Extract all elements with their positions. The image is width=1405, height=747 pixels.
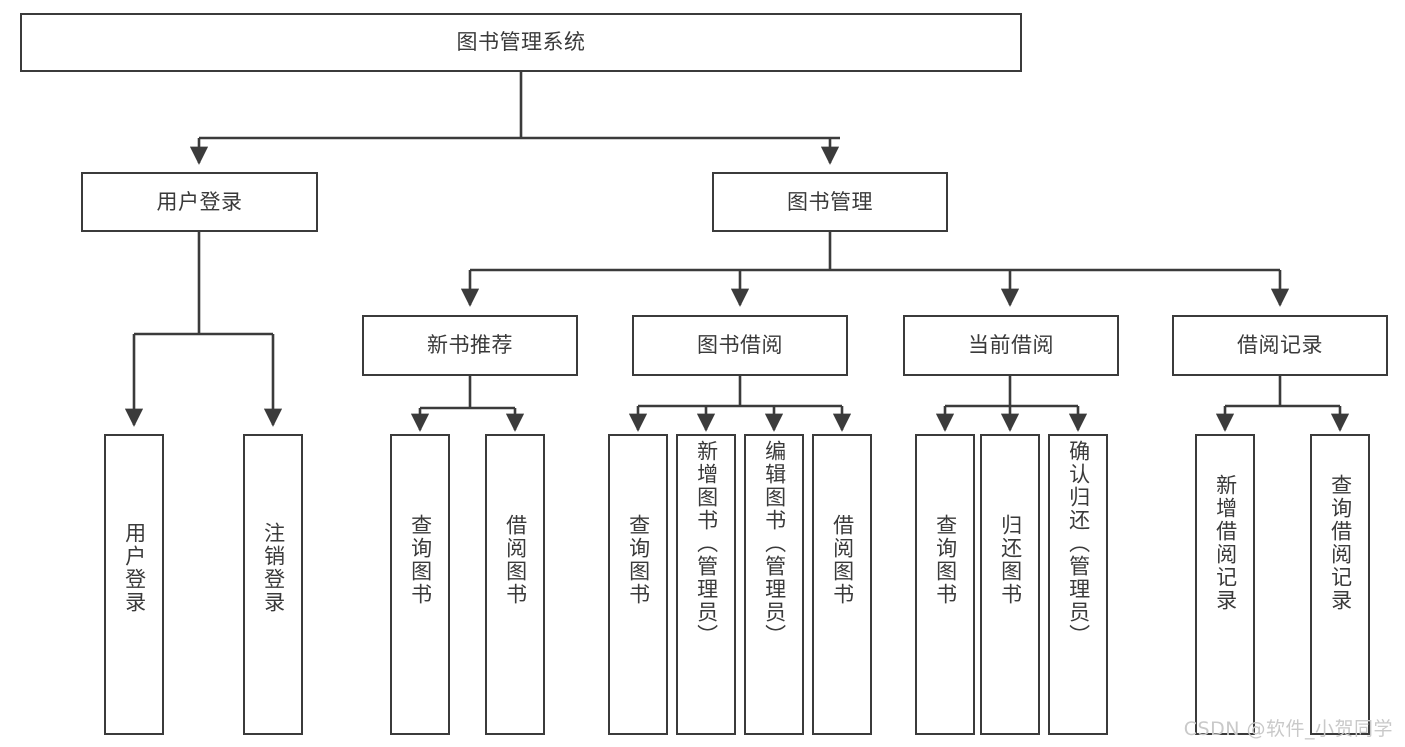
node-book-management-label: 图书管理: [787, 189, 873, 214]
node-book-borrow[interactable]: 图书借阅: [632, 315, 848, 376]
leaf-borrow-query-book-label: 查询图书: [626, 514, 651, 606]
node-book-management[interactable]: 图书管理: [712, 172, 948, 232]
leaf-user-login-logout[interactable]: 注销登录: [243, 434, 303, 735]
leaf-record-query-record-label: 查询借阅记录: [1328, 474, 1353, 612]
node-current-borrow-label: 当前借阅: [968, 333, 1054, 358]
leaf-recommend-borrow-book[interactable]: 借阅图书: [485, 434, 545, 735]
leaf-recommend-borrow-book-label: 借阅图书: [503, 514, 528, 606]
leaf-record-add-record[interactable]: 新增借阅记录: [1195, 434, 1255, 735]
leaf-current-query-book[interactable]: 查询图书: [915, 434, 975, 735]
leaf-borrow-add-book-admin-label: 新增图书（管理员）: [694, 440, 719, 647]
leaf-borrow-edit-book-admin[interactable]: 编辑图书（管理员）: [744, 434, 804, 735]
node-book-borrow-label: 图书借阅: [697, 333, 783, 358]
leaf-record-add-record-label: 新增借阅记录: [1213, 474, 1238, 612]
leaf-borrow-borrow-book-label: 借阅图书: [830, 514, 855, 606]
leaf-borrow-edit-book-admin-label: 编辑图书（管理员）: [762, 440, 787, 647]
node-user-login-label: 用户登录: [156, 189, 243, 214]
node-root-label: 图书管理系统: [456, 30, 586, 55]
leaf-recommend-query-book-label: 查询图书: [408, 514, 433, 606]
node-user-login[interactable]: 用户登录: [81, 172, 318, 232]
leaf-current-return-book[interactable]: 归还图书: [980, 434, 1040, 735]
leaf-borrow-add-book-admin[interactable]: 新增图书（管理员）: [676, 434, 736, 735]
leaf-user-login-login[interactable]: 用户登录: [104, 434, 164, 735]
leaf-current-confirm-return-admin[interactable]: 确认归还（管理员）: [1048, 434, 1108, 735]
node-borrow-record-label: 借阅记录: [1237, 333, 1323, 358]
leaf-user-login-logout-label: 注销登录: [261, 522, 286, 614]
leaf-recommend-query-book[interactable]: 查询图书: [390, 434, 450, 735]
node-new-book-recommend-label: 新书推荐: [427, 333, 513, 358]
leaf-borrow-query-book[interactable]: 查询图书: [608, 434, 668, 735]
leaf-user-login-login-label: 用户登录: [122, 522, 147, 614]
watermark: CSDN @软件_小贺同学: [1183, 718, 1393, 740]
leaf-current-confirm-return-admin-label: 确认归还（管理员）: [1066, 440, 1091, 647]
node-root[interactable]: 图书管理系统: [20, 13, 1022, 72]
leaf-borrow-borrow-book[interactable]: 借阅图书: [812, 434, 872, 735]
leaf-record-query-record[interactable]: 查询借阅记录: [1310, 434, 1370, 735]
node-current-borrow[interactable]: 当前借阅: [903, 315, 1119, 376]
leaf-current-return-book-label: 归还图书: [998, 514, 1023, 606]
node-new-book-recommend[interactable]: 新书推荐: [362, 315, 578, 376]
node-borrow-record[interactable]: 借阅记录: [1172, 315, 1388, 376]
leaf-current-query-book-label: 查询图书: [933, 514, 958, 606]
